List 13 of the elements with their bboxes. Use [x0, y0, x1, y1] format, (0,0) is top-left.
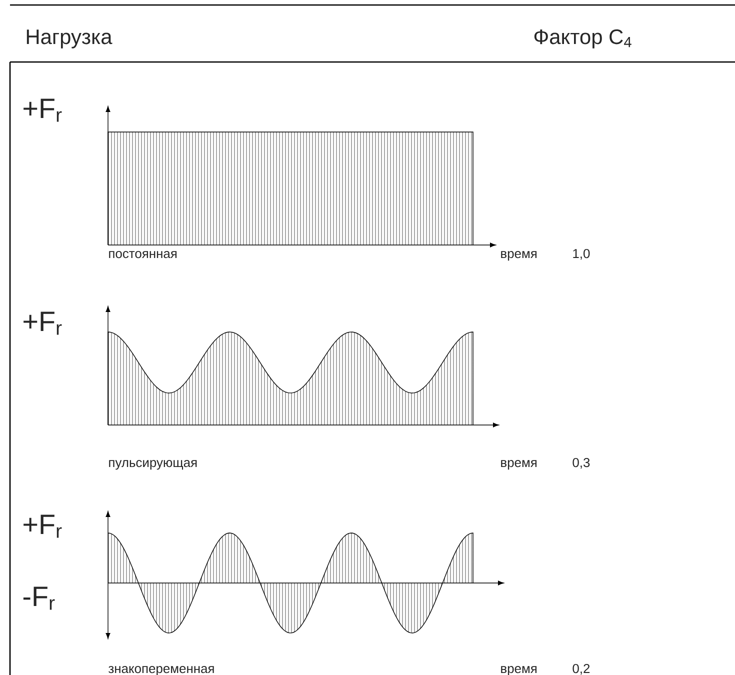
factor-value: 0,2 — [572, 664, 590, 675]
axis-label: время — [501, 251, 536, 261]
axis-label: +F$_{r}$ — [24, 98, 62, 122]
factor-value: 1,0 — [573, 248, 590, 260]
axis-label: +F$_{r}$ — [24, 514, 62, 538]
column-heading: Фактор C$_{4}$ — [534, 29, 632, 48]
axis-label: время — [501, 460, 536, 470]
column-heading: Нагрузка — [26, 30, 112, 48]
factor-value: 0,3 — [572, 458, 590, 469]
load-type-label: пульсирующая — [109, 460, 197, 470]
axis-label: -F$_{r}$ — [23, 586, 55, 610]
axis-label: +F$_{r}$ — [24, 312, 62, 335]
load-type-label: постоянная — [109, 251, 177, 258]
